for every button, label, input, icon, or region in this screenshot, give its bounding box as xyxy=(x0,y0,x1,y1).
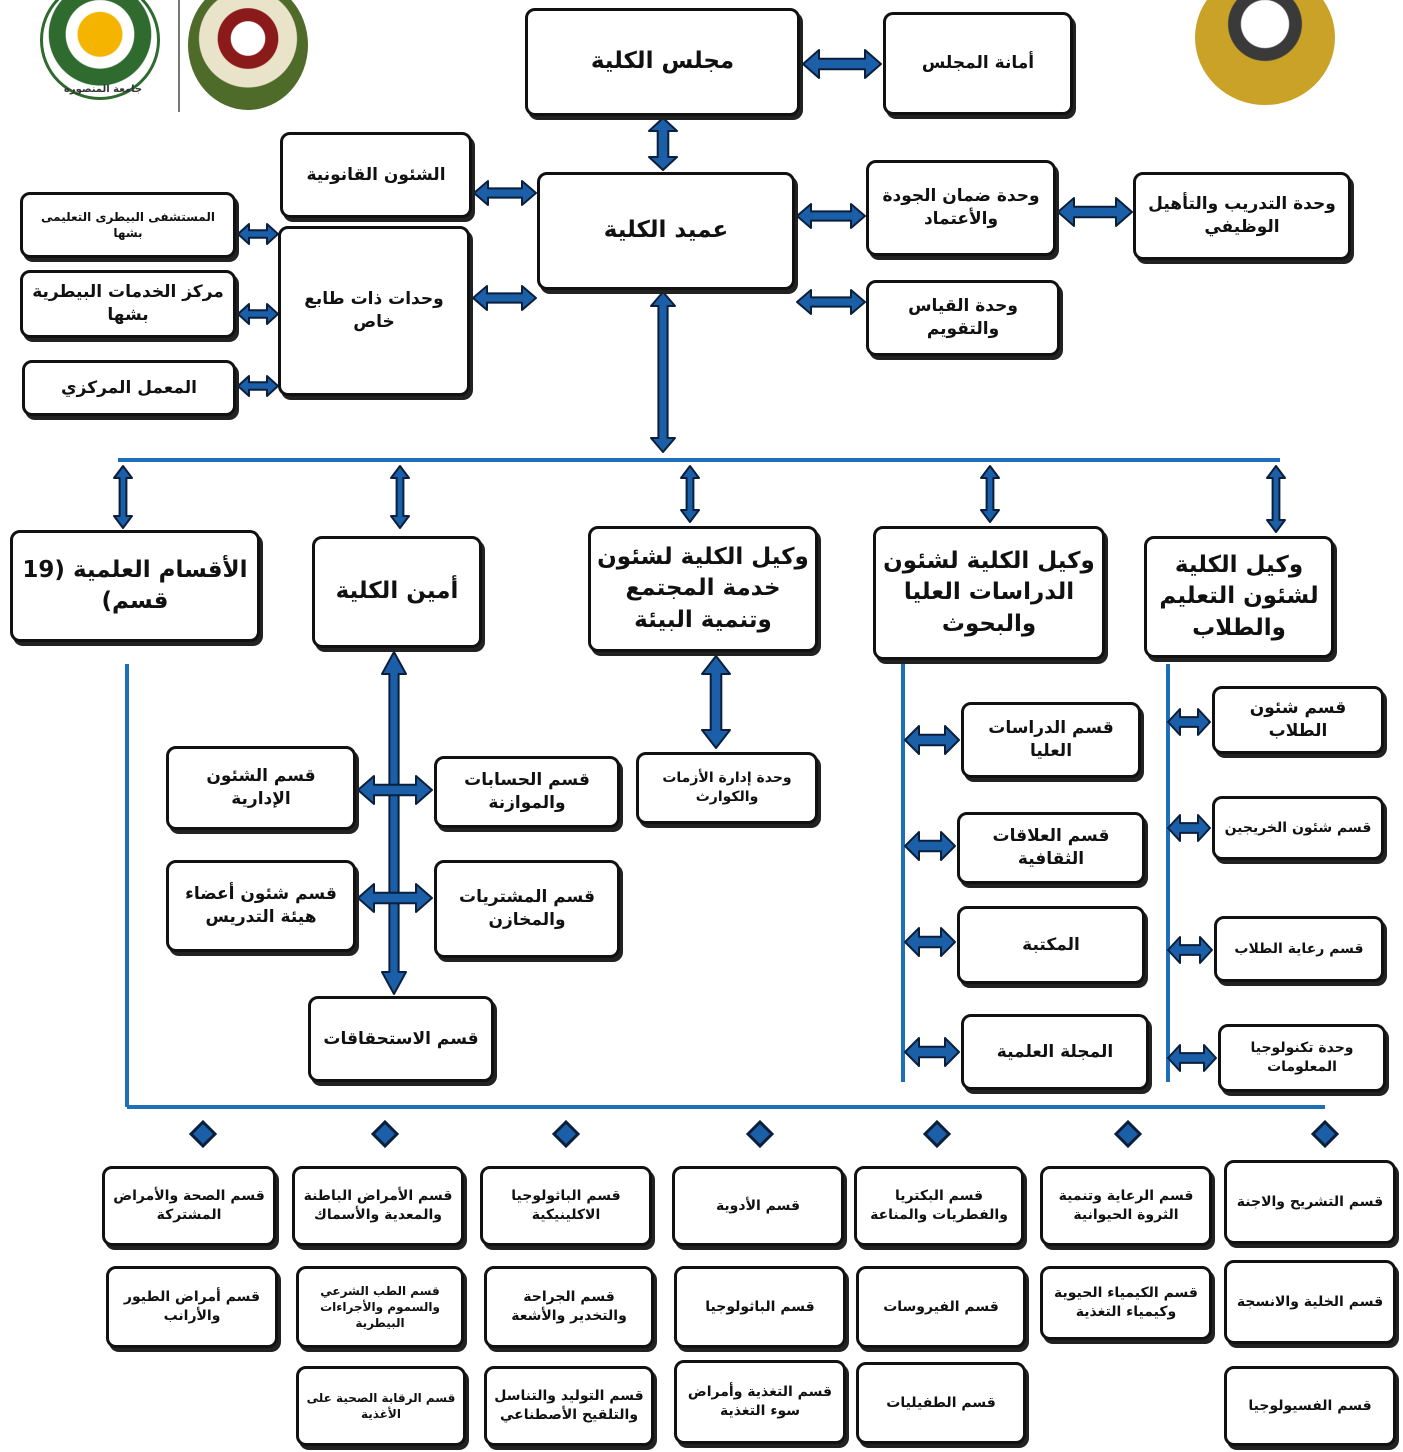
accounts-budget-box: قسم الحسابات والموازنة xyxy=(434,756,620,828)
university-seal-text: جامعة المنصورة xyxy=(63,84,143,95)
diamond-connector-icon xyxy=(370,1119,400,1149)
logo-divider xyxy=(178,0,180,112)
department-box: قسم الفيروسات xyxy=(856,1266,1026,1348)
council-box: مجلس الكلية xyxy=(525,8,800,116)
scientific-departments-box: الأقسام العلمية (19 قسم) xyxy=(10,530,260,642)
diamond-connector-icon xyxy=(745,1119,775,1149)
secretary-box: أمين الكلية xyxy=(312,536,482,648)
diamond-connector-icon xyxy=(1310,1119,1340,1149)
double-arrow-icon xyxy=(701,655,731,749)
department-box: قسم التوليد والتناسل والتلقيح الأصطناعي xyxy=(484,1366,654,1446)
double-arrow-icon xyxy=(1167,708,1211,736)
department-box: قسم التغذية وأمراض سوء التغذية xyxy=(674,1360,846,1444)
double-arrow-icon xyxy=(680,465,700,523)
double-arrow-icon xyxy=(802,49,882,79)
double-arrow-icon xyxy=(1057,197,1133,227)
graduate-studies-box: قسم الدراسات العليا xyxy=(961,702,1141,778)
double-arrow-icon xyxy=(796,203,866,229)
crisis-unit-box: وحدة إدارة الأزمات والكوارث xyxy=(636,752,818,824)
faculty-emblem-logo xyxy=(188,0,308,110)
special-units-box: وحدات ذات طابع خاص xyxy=(278,226,470,396)
student-welfare-box: قسم رعاية الطلاب xyxy=(1214,916,1384,982)
vice-graduate-box: وكيل الكلية لشئون الدراسات العليا والبحو… xyxy=(873,526,1105,660)
measurement-unit-box: وحدة القياس والتقويم xyxy=(866,280,1060,356)
double-arrow-icon xyxy=(904,1037,960,1067)
department-box: قسم الأدوية xyxy=(672,1166,844,1246)
double-arrow-icon xyxy=(357,883,433,913)
double-arrow-icon xyxy=(381,651,407,995)
diamond-connector-icon xyxy=(551,1119,581,1149)
double-arrow-icon xyxy=(904,725,960,755)
double-arrow-icon xyxy=(904,927,956,957)
vet-center-box: مركز الخدمات البيطرية بشها xyxy=(20,270,236,338)
department-box: قسم الجراحة والتخدير والأشعة xyxy=(484,1266,654,1348)
department-box: قسم الصحة والأمراض المشتركة xyxy=(102,1166,276,1246)
department-box: قسم الرقابة الصحية على الأغذية xyxy=(296,1366,466,1446)
admin-affairs-box: قسم الشئون الإدارية xyxy=(166,746,356,830)
department-box: قسم الباثولوجيا الاكلينيكية xyxy=(480,1166,652,1246)
hospital-box: المستشفى البيطرى التعليمى بشها xyxy=(20,192,236,258)
double-arrow-icon xyxy=(472,285,537,311)
department-box: قسم التشريح والاجنة xyxy=(1224,1160,1396,1244)
double-arrow-icon xyxy=(904,831,956,861)
department-box: قسم الفسيولوجيا xyxy=(1224,1366,1396,1446)
department-box: قسم الطفيليات xyxy=(856,1362,1026,1444)
vice-community-box: وكيل الكلية لشئون خدمة المجتمع وتنمية ال… xyxy=(588,526,818,652)
entitlements-box: قسم الاستحقاقات xyxy=(308,996,494,1082)
double-arrow-icon xyxy=(1167,814,1211,842)
quality-unit-box: وحدة ضمان الجودة والأعتماد xyxy=(866,160,1056,256)
double-arrow-icon xyxy=(237,375,279,397)
double-arrow-icon xyxy=(980,465,1000,523)
legal-affairs-box: الشئون القانونية xyxy=(280,132,472,218)
double-arrow-icon xyxy=(1266,465,1286,533)
council-secretariat-box: أمانة المجلس xyxy=(883,12,1073,115)
training-unit-box: وحدة التدريب والتأهيل الوظيفي xyxy=(1133,172,1351,260)
department-box: قسم الرعاية وتنمية الثروة الحيوانية xyxy=(1040,1166,1212,1246)
department-box: قسم الأمراض الباطنة والمعدية والأسماك xyxy=(292,1166,464,1246)
graduates-affairs-box: قسم شئون الخريجين xyxy=(1212,796,1384,860)
double-arrow-icon xyxy=(237,303,279,325)
right-emblem-logo xyxy=(1195,0,1335,105)
double-arrow-icon xyxy=(113,465,133,529)
student-affairs-box: قسم شئون الطلاب xyxy=(1212,686,1384,754)
double-arrow-icon xyxy=(796,289,866,315)
diamond-connector-icon xyxy=(922,1119,952,1149)
double-arrow-icon xyxy=(357,775,433,805)
department-box: قسم البكتريا والفطريات والمناعة xyxy=(854,1166,1024,1246)
diamond-connector-icon xyxy=(1113,1119,1143,1149)
double-arrow-icon xyxy=(648,117,678,171)
double-arrow-icon xyxy=(1167,1044,1217,1072)
double-arrow-icon xyxy=(390,465,410,529)
cultural-relations-box: قسم العلاقات الثقافية xyxy=(957,812,1145,884)
department-box: قسم الباثولوجيا xyxy=(674,1266,846,1348)
department-box: قسم الخلية والانسجة xyxy=(1224,1260,1396,1344)
dean-box: عميد الكلية xyxy=(537,172,795,290)
staff-affairs-box: قسم شئون أعضاء هيئة التدريس xyxy=(166,860,356,952)
department-box: قسم الكيمياء الحيوية وكيمياء التغذية xyxy=(1040,1266,1212,1340)
double-arrow-icon xyxy=(650,291,676,453)
department-box: قسم أمراض الطيور والأرانب xyxy=(106,1266,278,1348)
it-unit-box: وحدة تكنولوجيا المعلومات xyxy=(1218,1024,1386,1092)
journal-box: المجلة العلمية xyxy=(961,1014,1149,1090)
diamond-connector-icon xyxy=(188,1119,218,1149)
library-box: المكتبة xyxy=(957,906,1145,984)
vice-education-box: وكيل الكلية لشئون التعليم والطلاب xyxy=(1144,536,1334,658)
double-arrow-icon xyxy=(237,223,279,245)
central-lab-box: المعمل المركزي xyxy=(22,360,236,416)
purchasing-stores-box: قسم المشتريات والمخازن xyxy=(434,860,620,958)
department-box: قسم الطب الشرعي والسموم والأجراءات البيط… xyxy=(296,1266,464,1348)
university-seal-logo xyxy=(40,0,160,100)
double-arrow-icon xyxy=(1167,936,1213,964)
double-arrow-icon xyxy=(473,180,537,206)
